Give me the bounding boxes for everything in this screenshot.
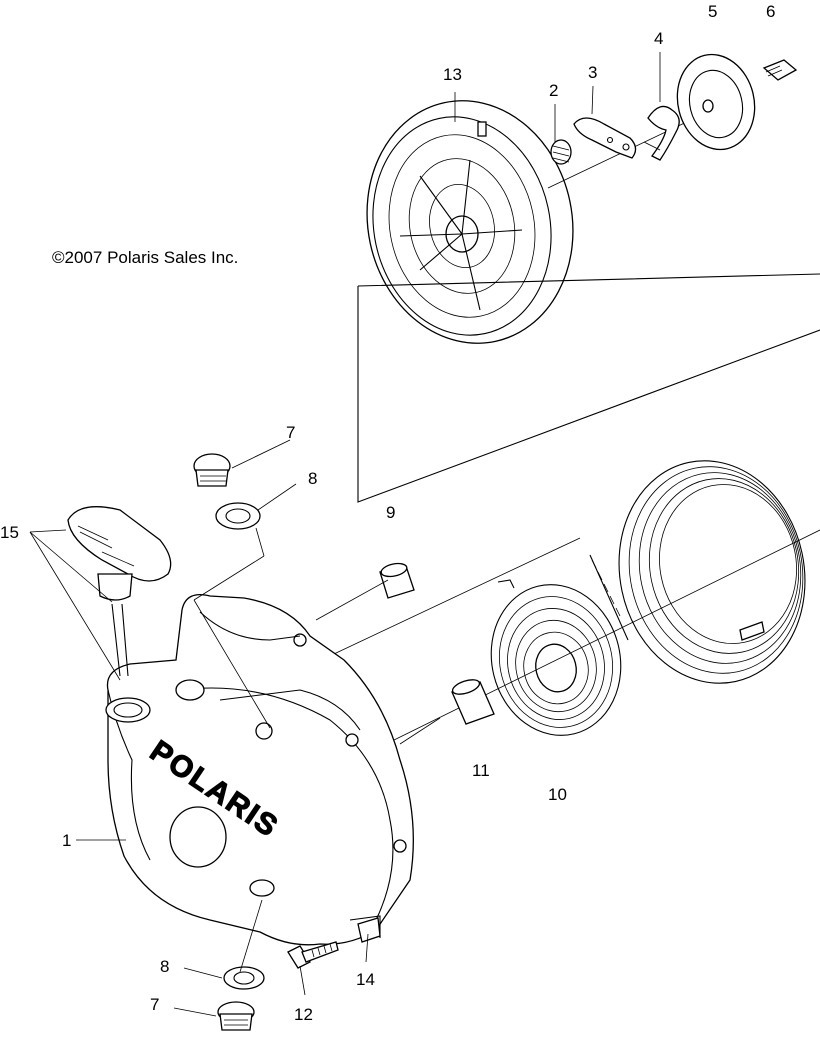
bushing-part-11 <box>451 679 495 725</box>
housing-part-1 <box>105 593 414 946</box>
callout-2: 2 <box>549 81 558 100</box>
leader-lines <box>29 52 661 1017</box>
spring-part-2 <box>550 139 572 165</box>
screw-part-6 <box>762 59 798 81</box>
callout-4: 4 <box>654 29 663 48</box>
callout-8-upper: 8 <box>308 469 317 488</box>
rope-coil-part-9 <box>589 460 806 684</box>
washer-part-8-upper <box>215 502 261 530</box>
copyright-text: ©2007 Polaris Sales Inc. <box>52 248 238 267</box>
callout-8-lower: 8 <box>160 957 169 976</box>
callout-9: 9 <box>386 503 395 522</box>
bushing-small <box>379 562 415 599</box>
plug-part-7-lower <box>217 1001 255 1031</box>
callout-labels: 13 2 3 4 5 6 7 8 9 15 1 11 10 8 14 7 12 <box>0 2 775 1024</box>
recoil-spring-part-10 <box>490 579 622 736</box>
callout-7-upper: 7 <box>286 423 295 442</box>
plate-part-5 <box>676 53 756 151</box>
callout-3: 3 <box>588 63 597 82</box>
callout-13: 13 <box>443 65 462 84</box>
pawl-part-3 <box>573 117 637 159</box>
callout-12: 12 <box>294 1005 313 1024</box>
callout-7-lower: 7 <box>150 995 159 1014</box>
plug-part-7-upper <box>193 453 231 487</box>
clip-part-15 <box>357 917 381 943</box>
rope-frame-part-9 <box>357 273 820 503</box>
shaft-axis-lower-2 <box>389 529 820 743</box>
shaft-axis-lower <box>299 537 581 671</box>
callout-15: 14 <box>356 970 375 989</box>
callout-6: 6 <box>766 2 775 21</box>
callout-5: 5 <box>708 2 717 21</box>
pulley-part-13 <box>366 100 574 344</box>
bolt-part-12 <box>287 941 339 969</box>
washer-part-8-lower <box>223 966 265 990</box>
clip-part-4 <box>643 105 680 161</box>
callout-14: 15 <box>0 523 19 542</box>
callout-1: 1 <box>62 831 71 850</box>
callout-11: 11 <box>472 761 490 780</box>
callout-10: 10 <box>548 785 567 804</box>
handle-part-14 <box>67 506 172 677</box>
